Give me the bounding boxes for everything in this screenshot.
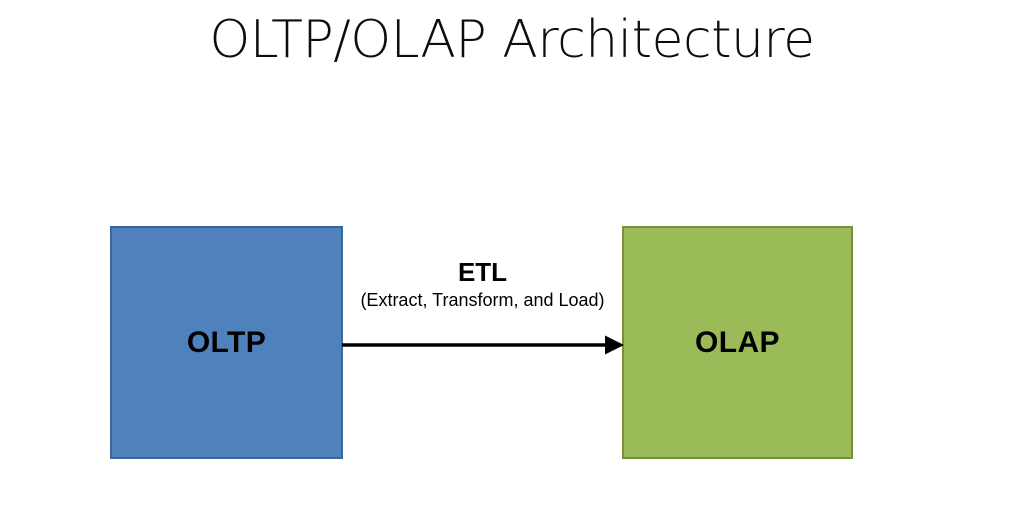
connector-etl-label: ETL	[457, 257, 508, 287]
connector-etl-sublabel: (Extract, Transform, and Load)	[360, 289, 605, 310]
arrow-head	[605, 335, 624, 355]
node-oltp-label: OLTP	[186, 325, 267, 359]
node-olap[interactable]: OLAP	[622, 226, 853, 459]
page-title: OLTP/OLAP Architecture	[209, 10, 815, 70]
connector-etl-labels: ETL (Extract, Transform, and Load)	[343, 257, 622, 311]
node-oltp[interactable]: OLTP	[110, 226, 343, 459]
node-olap-label: OLAP	[695, 325, 780, 359]
connector-etl-arrow-icon	[342, 335, 624, 355]
